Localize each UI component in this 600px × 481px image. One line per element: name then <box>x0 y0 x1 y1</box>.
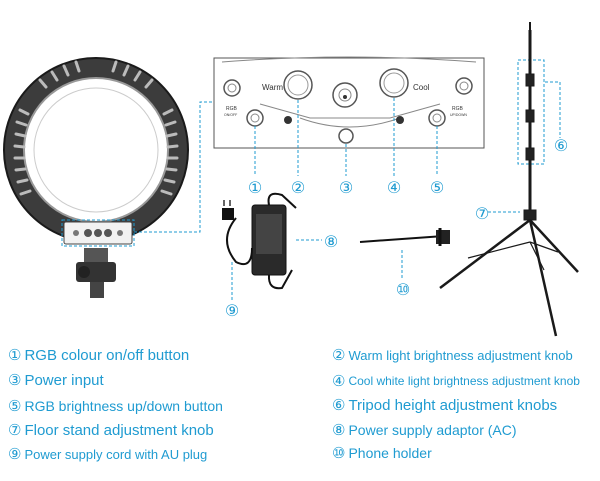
legend-item-7: ⑦ Floor stand adjustment knob <box>8 421 214 440</box>
legend: ① RGB colour on/off button ② Warm light … <box>0 340 600 480</box>
legend-num: ⑩ <box>332 445 346 462</box>
phone-holder <box>359 228 450 246</box>
callout-2: ② <box>291 178 305 197</box>
legend-label: Power supply adaptor (AC) <box>348 422 517 438</box>
legend-label: Floor stand adjustment knob <box>24 421 214 439</box>
vent-slots <box>13 60 179 196</box>
rgb-left-sub: ON/OFF <box>224 113 237 117</box>
legend-item-2: ② Warm light brightness adjustment knob <box>332 346 573 364</box>
legend-item-8: ⑧ Power supply adaptor (AC) <box>332 421 517 439</box>
tripod-stand <box>439 22 579 337</box>
callout-10: ⑩ <box>396 280 410 299</box>
legend-item-3: ③ Power input <box>8 371 104 390</box>
rgb-right-label: RGB <box>452 106 464 112</box>
callout-7: ⑦ <box>475 204 489 223</box>
warm-label: Warm <box>262 83 283 92</box>
legend-num: ④ <box>332 373 346 390</box>
callout-5: ⑤ <box>430 178 444 197</box>
link-lines <box>61 101 214 247</box>
callout-numbers: ① ② ③ ④ ⑤ ⑥ ⑦ ⑧ ⑨ ⑩ <box>225 136 568 320</box>
callout-4: ④ <box>387 178 401 197</box>
legend-num: ⑦ <box>8 422 22 439</box>
legend-item-4: ④ Cool white light brightness adjustment… <box>332 372 580 390</box>
legend-label: Warm light brightness adjustment knob <box>348 347 573 363</box>
legend-label: Tripod height adjustment knobs <box>348 396 558 414</box>
legend-label: Power supply cord with AU plug <box>24 446 208 462</box>
cool-label: Cool <box>413 83 430 92</box>
legend-item-6: ⑥ Tripod height adjustment knobs <box>332 396 558 415</box>
power-adapter <box>222 192 297 290</box>
legend-num: ② <box>332 347 346 364</box>
legend-item-1: ① RGB colour on/off button <box>8 346 190 365</box>
legend-label: Power input <box>24 371 104 389</box>
legend-label: Cool white light brightness adjustment k… <box>348 374 580 388</box>
callout-3: ③ <box>339 178 353 197</box>
legend-item-10: ⑩ Phone holder <box>332 444 432 462</box>
ring-light <box>3 57 189 298</box>
callout-1: ① <box>248 178 262 197</box>
legend-label: RGB brightness up/down button <box>24 398 223 414</box>
legend-num: ⑥ <box>332 397 346 414</box>
legend-label: Phone holder <box>348 445 432 461</box>
legend-num: ⑤ <box>8 398 22 415</box>
legend-num: ① <box>8 347 22 364</box>
callout-6: ⑥ <box>554 136 568 155</box>
legend-num: ⑧ <box>332 422 346 439</box>
callout-9: ⑨ <box>225 301 239 320</box>
rgb-right-sub: UP/DOWN <box>450 113 467 117</box>
legend-item-9: ⑨ Power supply cord with AU plug <box>8 445 207 463</box>
legend-num: ③ <box>8 372 22 389</box>
rgb-left-label: RGB <box>226 106 238 112</box>
legend-item-5: ⑤ RGB brightness up/down button <box>8 397 223 415</box>
callout-8: ⑧ <box>324 232 338 251</box>
control-panel: Warm Cool RGB ON/OFF RGB UP/DOWN <box>213 56 485 149</box>
legend-num: ⑨ <box>8 446 22 463</box>
legend-label: RGB colour on/off button <box>24 346 190 364</box>
